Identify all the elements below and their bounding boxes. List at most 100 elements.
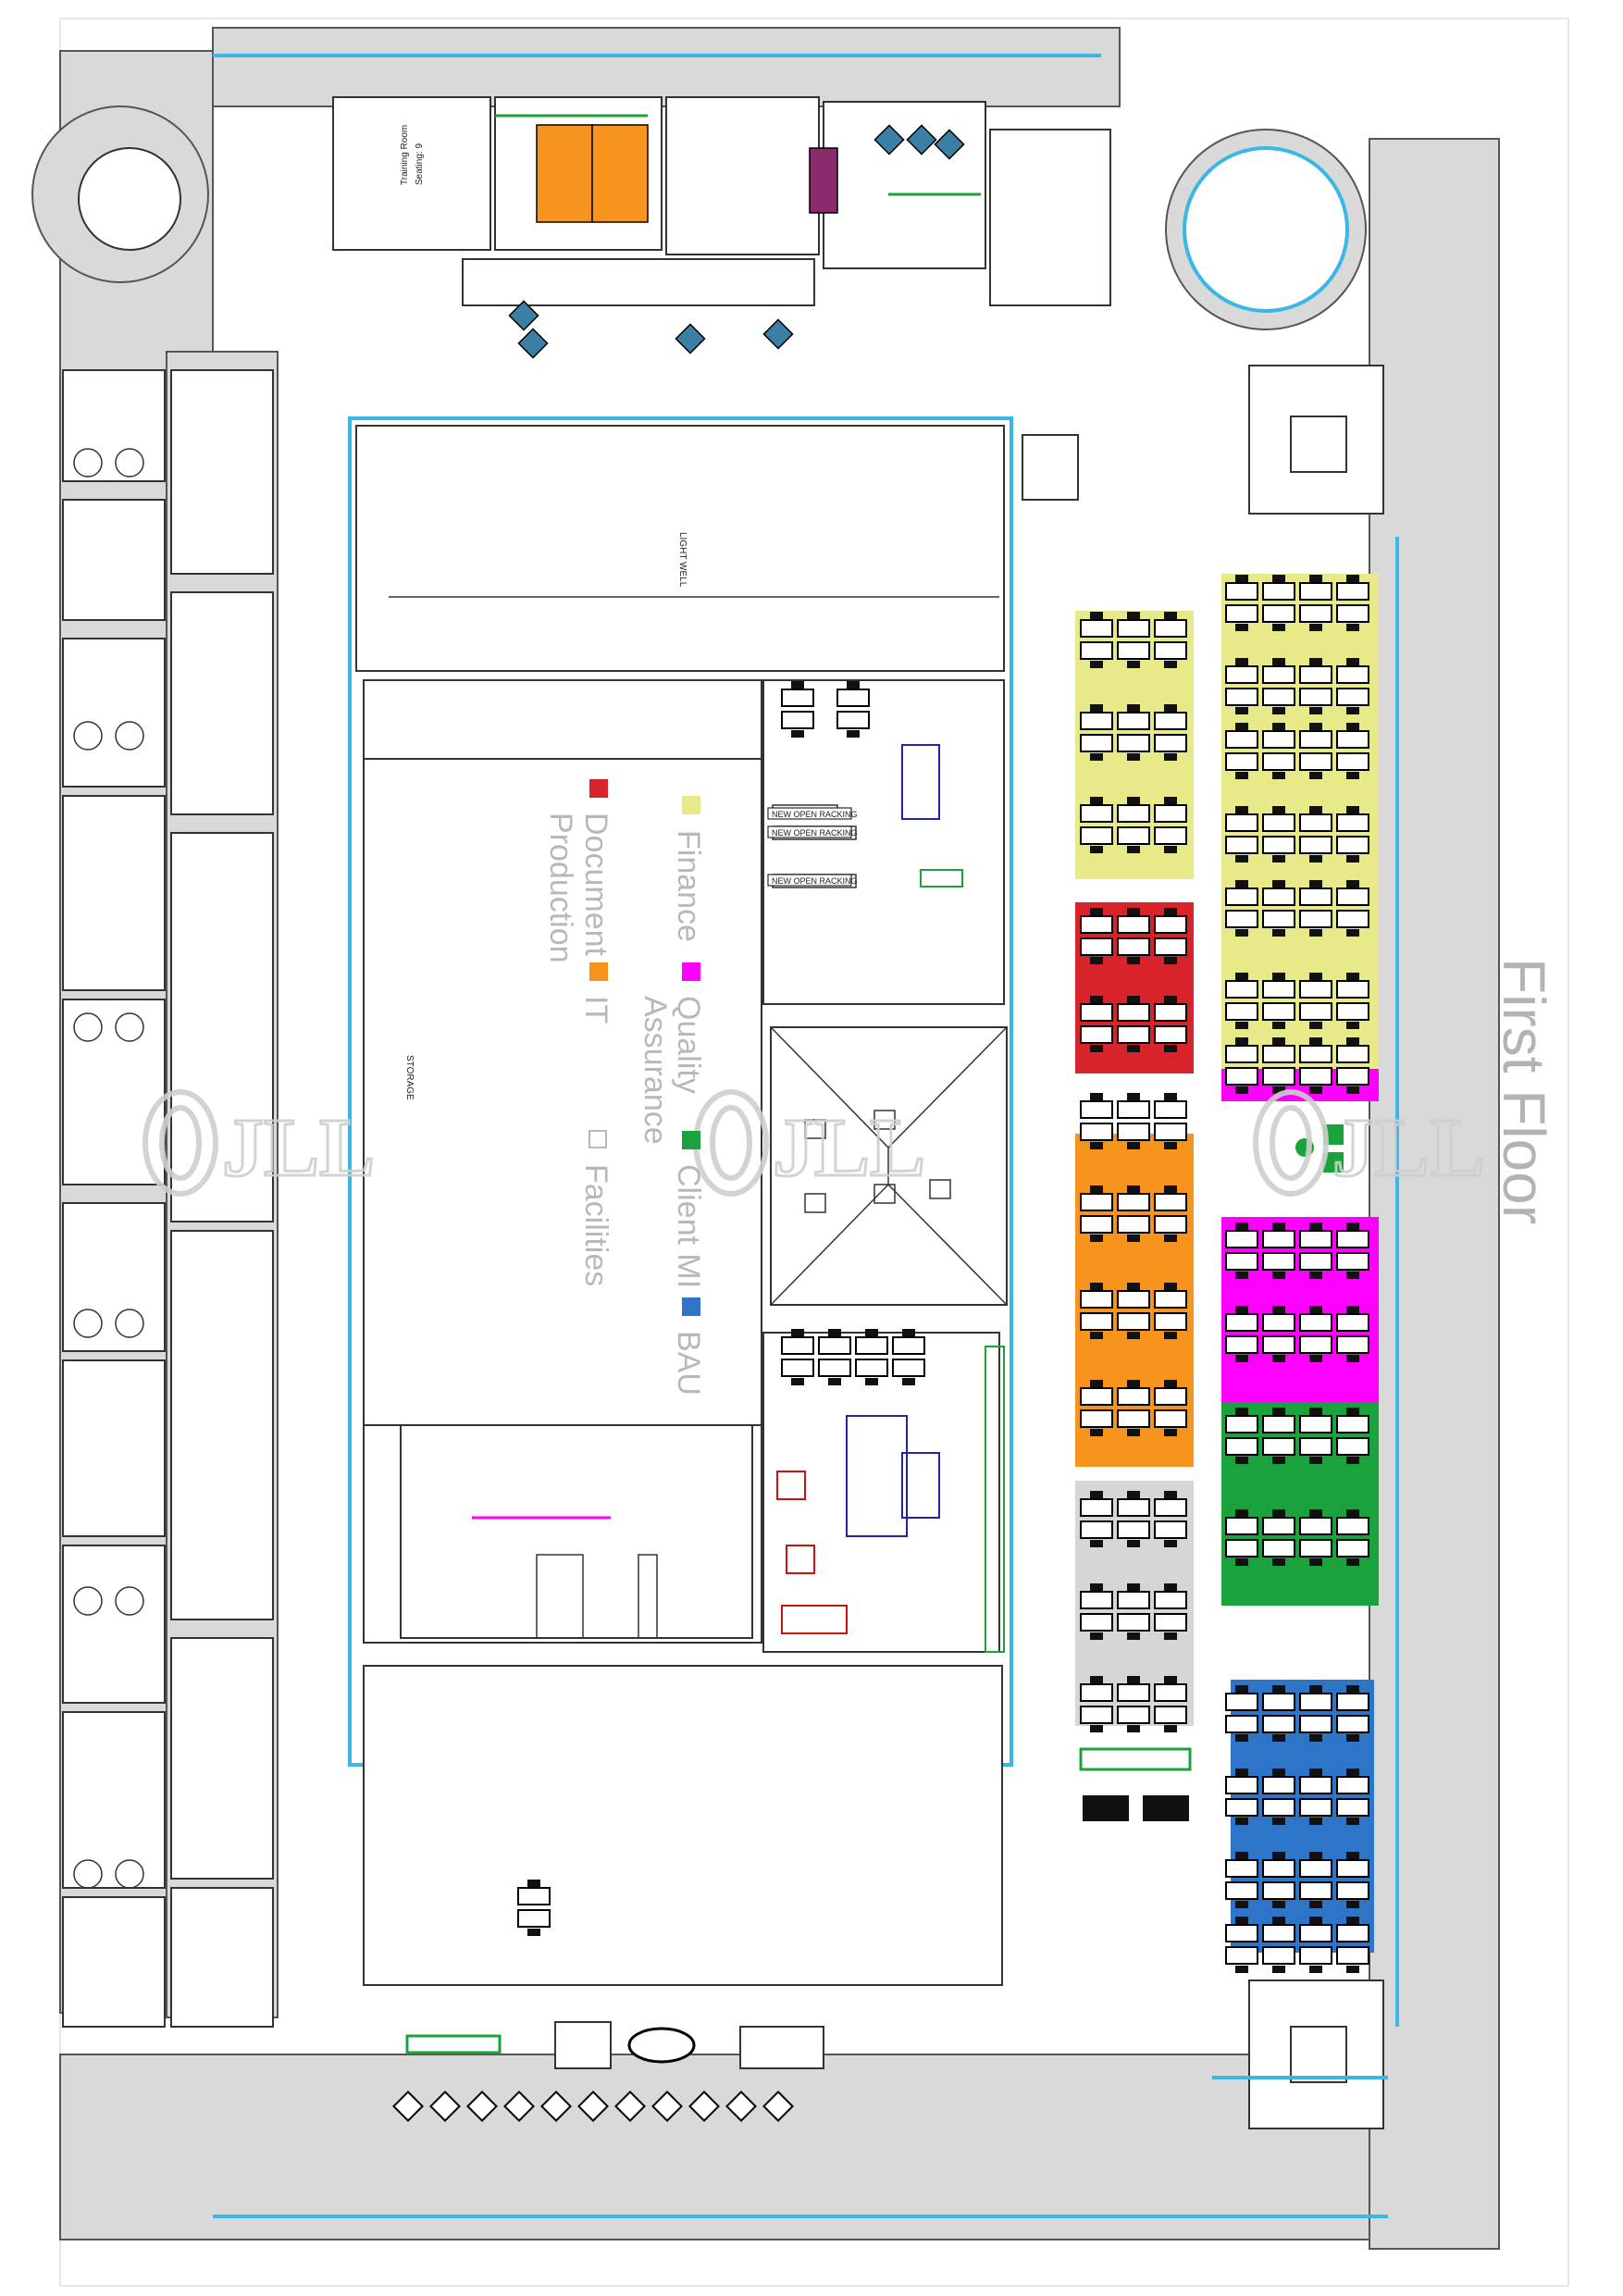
desk [1299, 980, 1332, 999]
chair [1127, 1332, 1140, 1339]
chair [1127, 1283, 1140, 1290]
chair [1309, 1086, 1322, 1094]
chair [1090, 704, 1103, 712]
chair [1309, 880, 1322, 887]
chair [1346, 1852, 1359, 1859]
lounge-chair [429, 2091, 461, 2122]
chair [1127, 1583, 1140, 1591]
desk [836, 689, 870, 707]
desk [1225, 1859, 1258, 1878]
chair [1127, 1632, 1140, 1640]
legend-label-facilities: Facilities [578, 1164, 613, 1286]
desk [1336, 1437, 1369, 1456]
desk [1080, 1683, 1113, 1702]
chair [1346, 1917, 1359, 1924]
desk [1225, 752, 1258, 771]
training-room-label: Training Room [400, 125, 410, 185]
desk [1225, 1693, 1258, 1711]
desk [781, 711, 814, 729]
desk [1336, 1335, 1369, 1354]
chair [1309, 929, 1322, 937]
chair [1309, 624, 1322, 631]
desk [1336, 1859, 1369, 1878]
desk [1299, 813, 1332, 832]
chair [1164, 996, 1177, 1003]
chair [1127, 1725, 1140, 1732]
chair [1164, 1583, 1177, 1591]
desk [1080, 915, 1113, 934]
lounge-chair [906, 124, 937, 155]
desk [1225, 604, 1258, 623]
chair [1346, 1022, 1359, 1029]
chair [1309, 806, 1322, 813]
chair [1235, 772, 1248, 779]
desk [1262, 1798, 1295, 1817]
chair [1164, 1283, 1177, 1290]
chair [1346, 1818, 1359, 1825]
chair [1272, 1306, 1285, 1313]
chair [1127, 1093, 1140, 1100]
desk [1225, 665, 1258, 684]
chair [1309, 1408, 1322, 1415]
chair [1235, 658, 1248, 665]
chair [1346, 1509, 1359, 1517]
chair [1090, 1632, 1103, 1640]
desk [1262, 1002, 1295, 1021]
chair [1235, 1769, 1248, 1776]
desk [1117, 915, 1150, 934]
chair [1272, 772, 1285, 779]
desk [1262, 836, 1295, 854]
desk [1262, 665, 1295, 684]
desk [1262, 604, 1295, 623]
desk [1299, 887, 1332, 906]
desk [1299, 688, 1332, 706]
chair [1090, 996, 1103, 1003]
chair [1272, 658, 1285, 665]
desk [1299, 1776, 1332, 1794]
desk [781, 1336, 814, 1355]
chair [1346, 658, 1359, 665]
desk [1225, 887, 1258, 906]
chair [1235, 1086, 1248, 1094]
chair [1235, 973, 1248, 980]
racking-label-3: NEW OPEN RACKING [772, 876, 858, 886]
desk [1262, 1859, 1295, 1878]
desk [1117, 1409, 1150, 1428]
chair [1309, 1022, 1322, 1029]
chair [865, 1378, 878, 1385]
storage-label: STORAGE [404, 1055, 415, 1100]
chair [1272, 624, 1285, 631]
chair [1346, 575, 1359, 582]
desk [1080, 1100, 1113, 1119]
lounge-chair [688, 2091, 720, 2122]
desk [1154, 1312, 1187, 1331]
desk [1117, 712, 1150, 730]
chair [1309, 1558, 1322, 1566]
desk [1225, 1798, 1258, 1817]
desk [1154, 1683, 1187, 1702]
chair [1235, 1272, 1248, 1279]
chair [1127, 661, 1140, 668]
desk [781, 1359, 814, 1377]
desk [781, 689, 814, 707]
right-core [1022, 365, 1384, 2129]
desk [1225, 1335, 1258, 1354]
desk [1299, 1002, 1332, 1021]
chair [1127, 612, 1140, 619]
chair [1235, 624, 1248, 631]
chair [1164, 1725, 1177, 1732]
chair [1272, 1818, 1285, 1825]
desk [1336, 980, 1369, 999]
chair [1235, 1509, 1248, 1517]
chair [1309, 1457, 1322, 1464]
legend-label-it: IT [578, 996, 613, 1024]
chair [1235, 1818, 1248, 1825]
legend-swatch-it [589, 962, 608, 981]
chair [1272, 1037, 1285, 1045]
desk [1225, 910, 1258, 928]
chair [902, 1329, 915, 1336]
desk [1336, 887, 1369, 906]
chair [1164, 1093, 1177, 1100]
lounge-chair [725, 2091, 757, 2122]
